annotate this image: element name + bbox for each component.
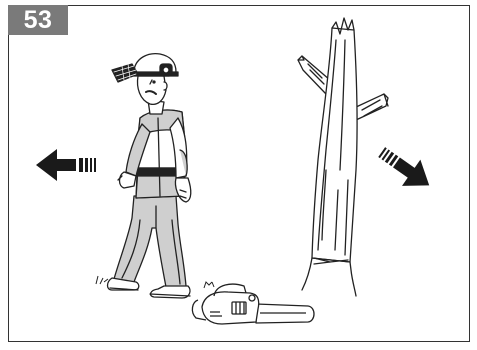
tree-trunk-icon (298, 18, 388, 296)
fall-direction-arrow-icon (373, 139, 439, 198)
retreat-arrow-icon (36, 149, 96, 181)
forestry-worker-icon (108, 54, 191, 298)
chainsaw-icon (192, 284, 314, 324)
